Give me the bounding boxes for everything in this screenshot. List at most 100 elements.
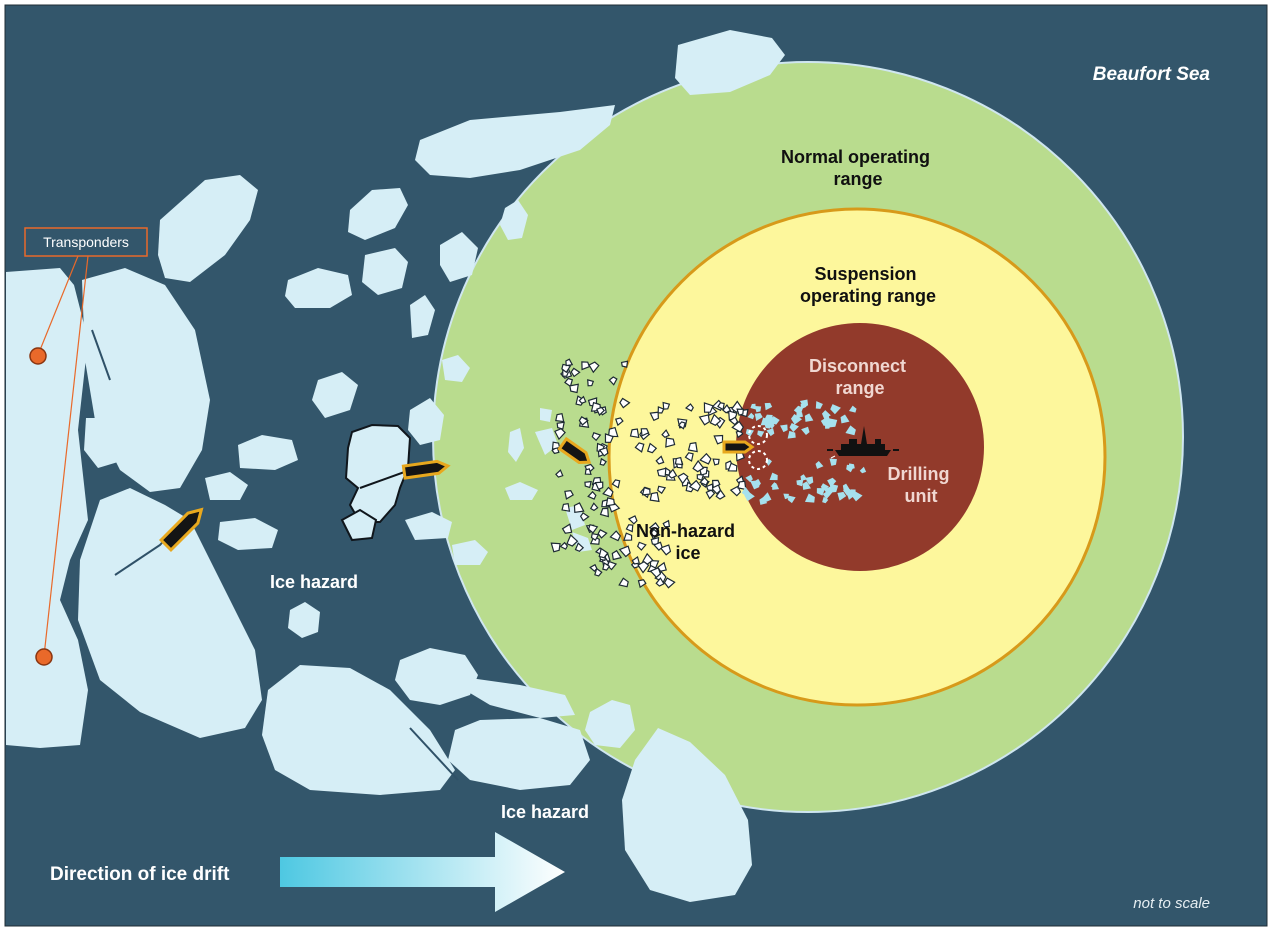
ice-piece — [821, 410, 831, 419]
ice-piece — [573, 502, 585, 513]
ice-piece — [649, 491, 660, 503]
ice-piece — [731, 420, 744, 433]
ice-piece — [611, 479, 621, 489]
ice-piece — [656, 467, 667, 478]
ice-piece — [837, 491, 847, 501]
ice-floe — [78, 488, 262, 738]
ice-piece — [845, 425, 856, 436]
ice-hazard-label: Ice hazard — [501, 802, 589, 822]
ice-piece — [614, 417, 624, 427]
icebreaker-vessel-icon — [722, 440, 755, 454]
drilling-unit-label-line1: Drilling — [887, 464, 949, 484]
ice-piece — [578, 416, 589, 426]
ice-piece — [848, 463, 855, 470]
ice-piece — [608, 376, 618, 386]
floe-crack — [91, 329, 111, 381]
ice-piece — [677, 472, 689, 485]
ice-piece — [829, 458, 837, 466]
ice-floe — [362, 248, 408, 295]
ice-piece — [623, 532, 633, 541]
ice-piece — [804, 493, 815, 503]
ice-piece — [625, 524, 634, 533]
ice-floe — [288, 602, 320, 638]
ice-piece — [599, 507, 609, 518]
region-label: Beaufort Sea — [1093, 64, 1211, 85]
ice-piece — [598, 547, 609, 559]
ice-piece — [712, 458, 720, 466]
ice-piece — [555, 469, 564, 478]
ice-piece — [609, 530, 622, 542]
floe-crack — [359, 469, 411, 489]
ice-piece — [816, 488, 826, 496]
disconnect-range-label: Disconnect range — [809, 356, 911, 398]
ice-piece — [843, 487, 851, 496]
ice-piece — [555, 412, 565, 423]
ice-piece — [574, 542, 585, 553]
ice-piece — [830, 404, 841, 415]
ice-floe — [405, 512, 452, 540]
suspension-range-label-line2: operating range — [800, 286, 936, 306]
ice-piece — [805, 476, 814, 485]
ice-piece — [646, 442, 658, 454]
ice-piece — [741, 486, 750, 496]
ice-piece — [662, 519, 671, 528]
ice-piece — [737, 480, 747, 491]
ice-piece — [602, 562, 611, 571]
ice-piece — [804, 413, 814, 422]
station-marker — [748, 450, 768, 470]
ice-piece — [815, 461, 824, 469]
ice-piece — [605, 497, 616, 507]
transponder-marker-icon — [35, 648, 53, 666]
ice-piece — [620, 360, 629, 368]
ice-piece — [587, 523, 599, 534]
ice-piece — [565, 358, 574, 367]
ice-piece — [636, 541, 647, 551]
ice-piece — [637, 579, 647, 589]
ice-piece — [618, 545, 631, 558]
ice-piece — [699, 476, 709, 486]
ice-floe — [205, 472, 248, 500]
ice-piece — [561, 363, 572, 374]
ice-piece — [631, 556, 640, 565]
ice-piece — [589, 502, 599, 512]
ice-piece — [564, 490, 574, 500]
ice-floe — [348, 188, 408, 240]
ice-piece — [550, 542, 561, 553]
ice-piece — [561, 523, 573, 534]
ice-piece — [859, 466, 867, 474]
ice-piece — [703, 402, 714, 413]
ice-piece — [655, 455, 665, 465]
scale-note: not to scale — [1133, 895, 1210, 912]
ice-floe — [395, 648, 478, 705]
ice-floe — [408, 398, 444, 445]
ice-floe — [262, 665, 455, 795]
ice-piece — [824, 486, 835, 497]
ice-piece — [851, 491, 863, 502]
ice-piece — [783, 493, 789, 500]
drift-direction-label: Direction of ice drift — [50, 864, 230, 885]
ice-piece — [772, 482, 780, 490]
ice-piece — [663, 577, 676, 589]
ice-piece — [570, 367, 581, 378]
ice-piece — [650, 536, 660, 546]
ice-floe — [440, 232, 478, 282]
ice-piece — [559, 541, 569, 550]
ice-piece — [665, 437, 676, 448]
normal-range-label-line1: Normal operating — [781, 147, 930, 167]
ice-floe — [505, 482, 538, 500]
ice-floe — [500, 200, 528, 240]
ice-floe — [585, 700, 635, 748]
ice-piece — [715, 489, 726, 500]
ice-floe — [410, 295, 435, 338]
ice-piece — [766, 428, 775, 437]
ice-piece — [556, 421, 565, 430]
ice-piece — [564, 377, 574, 388]
ice-piece — [736, 408, 744, 416]
ice-piece — [566, 534, 579, 547]
disconnect-range-label-line1: Disconnect — [809, 356, 906, 376]
ice-piece — [649, 528, 661, 540]
ice-piece — [687, 442, 698, 453]
ice-piece — [551, 441, 561, 451]
ice-floe — [465, 678, 575, 718]
